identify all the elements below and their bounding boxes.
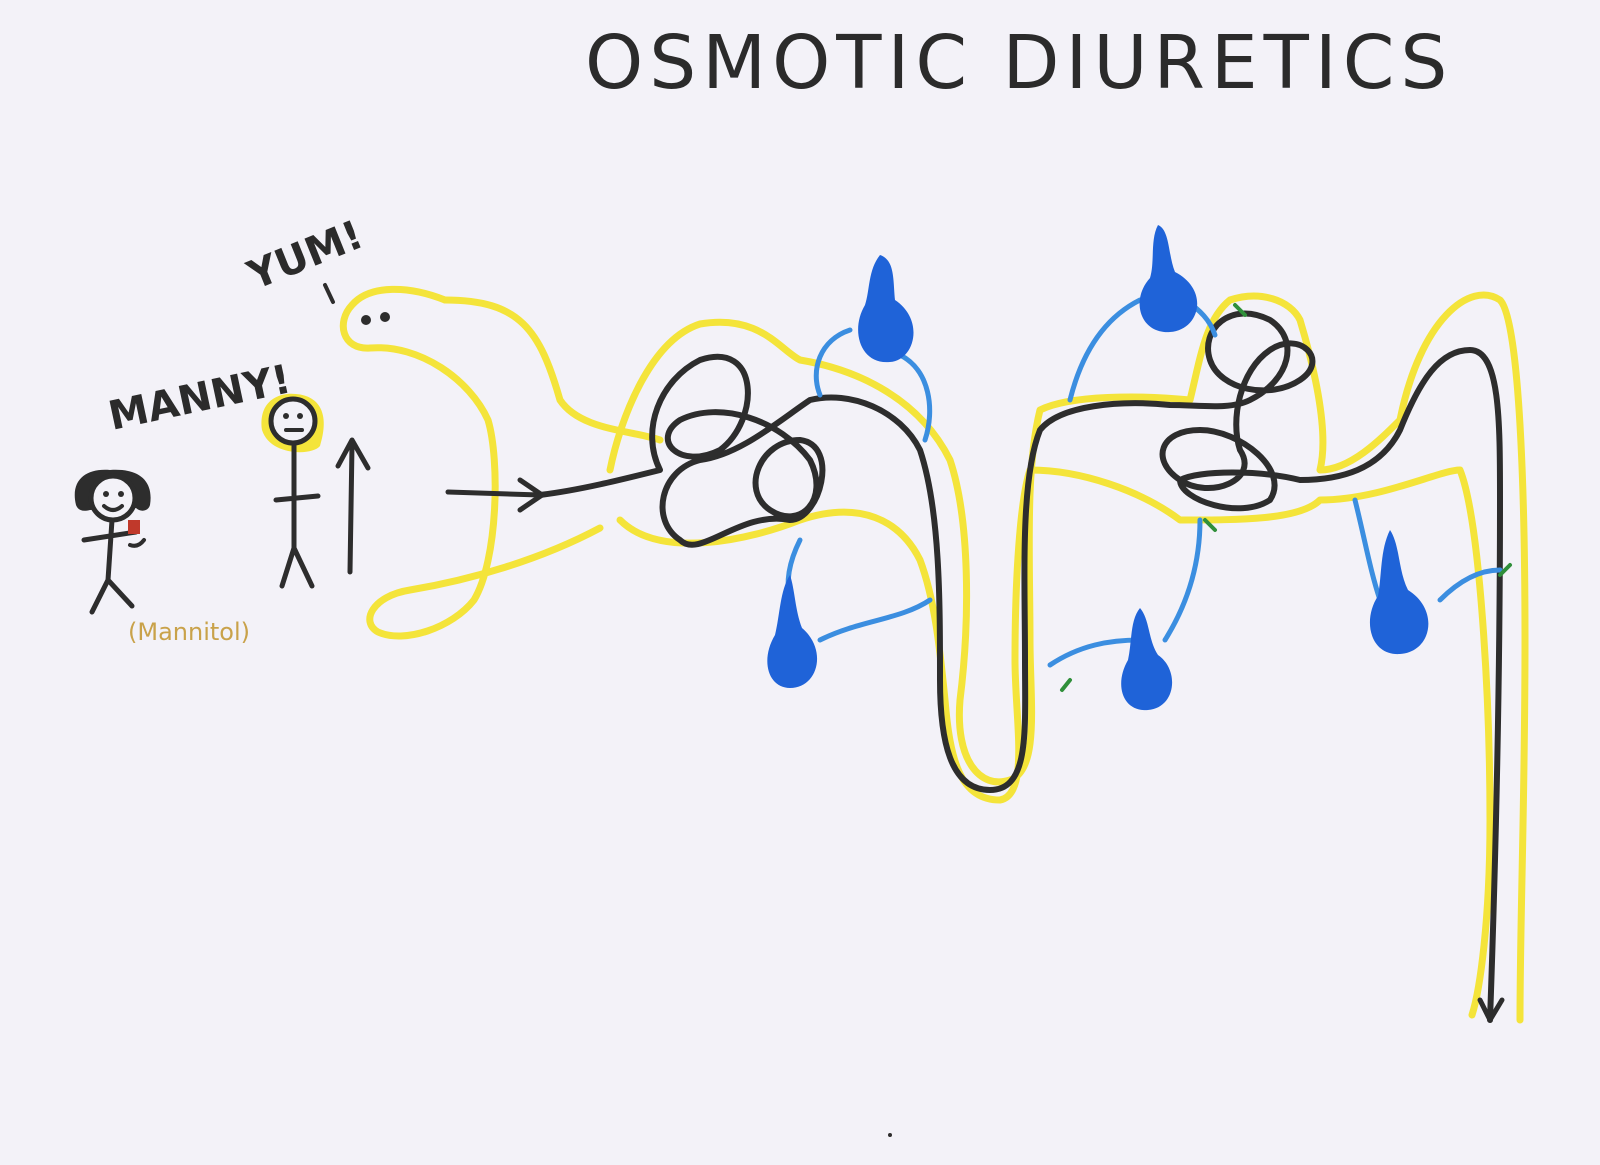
mannitol-note: (Mannitol)	[128, 618, 250, 646]
second-head	[268, 396, 318, 446]
capillary-arc	[1047, 637, 1143, 668]
cell-blob	[1139, 225, 1198, 333]
manny-stick-figure	[74, 469, 151, 615]
capillary-arc	[817, 597, 933, 643]
distal-tubule-and-duct	[1021, 310, 1503, 1023]
speech-tick	[323, 283, 335, 304]
capillary-arc	[1352, 497, 1383, 603]
creature-eye	[361, 315, 371, 325]
down-arrow-icon	[1477, 997, 1505, 1023]
capillary-arc	[1437, 567, 1503, 603]
cell-blob	[767, 575, 818, 688]
cell-blob	[1121, 608, 1173, 711]
capillary-network	[785, 297, 1503, 668]
green-arrow-tips	[1060, 303, 1512, 692]
second-stick-figure	[261, 393, 324, 589]
diagram-title: OSMOTIC DIURETICS	[585, 20, 1453, 106]
tubule-outline	[606, 291, 1529, 1024]
cell-blob	[1369, 530, 1429, 655]
tubular-cells	[767, 225, 1429, 711]
capillary-arc	[1067, 297, 1143, 403]
capillary-arc	[1162, 517, 1203, 643]
drink-cup-icon	[128, 520, 140, 534]
creature-eye	[380, 312, 390, 322]
second-body	[273, 441, 321, 589]
manny-head	[88, 473, 138, 523]
manny-body	[81, 517, 139, 615]
proximal-convoluted-tubule	[537, 354, 1029, 793]
cell-blob	[858, 255, 914, 363]
up-arrow-icon	[335, 437, 371, 575]
capillary-arc	[897, 352, 933, 443]
bowman-capsule	[339, 285, 604, 640]
paper-speck	[888, 1133, 892, 1137]
tubule-outline-inner	[616, 466, 1494, 1019]
capillary-arc	[813, 327, 853, 398]
yum-exclaim: YUM!	[241, 212, 370, 300]
